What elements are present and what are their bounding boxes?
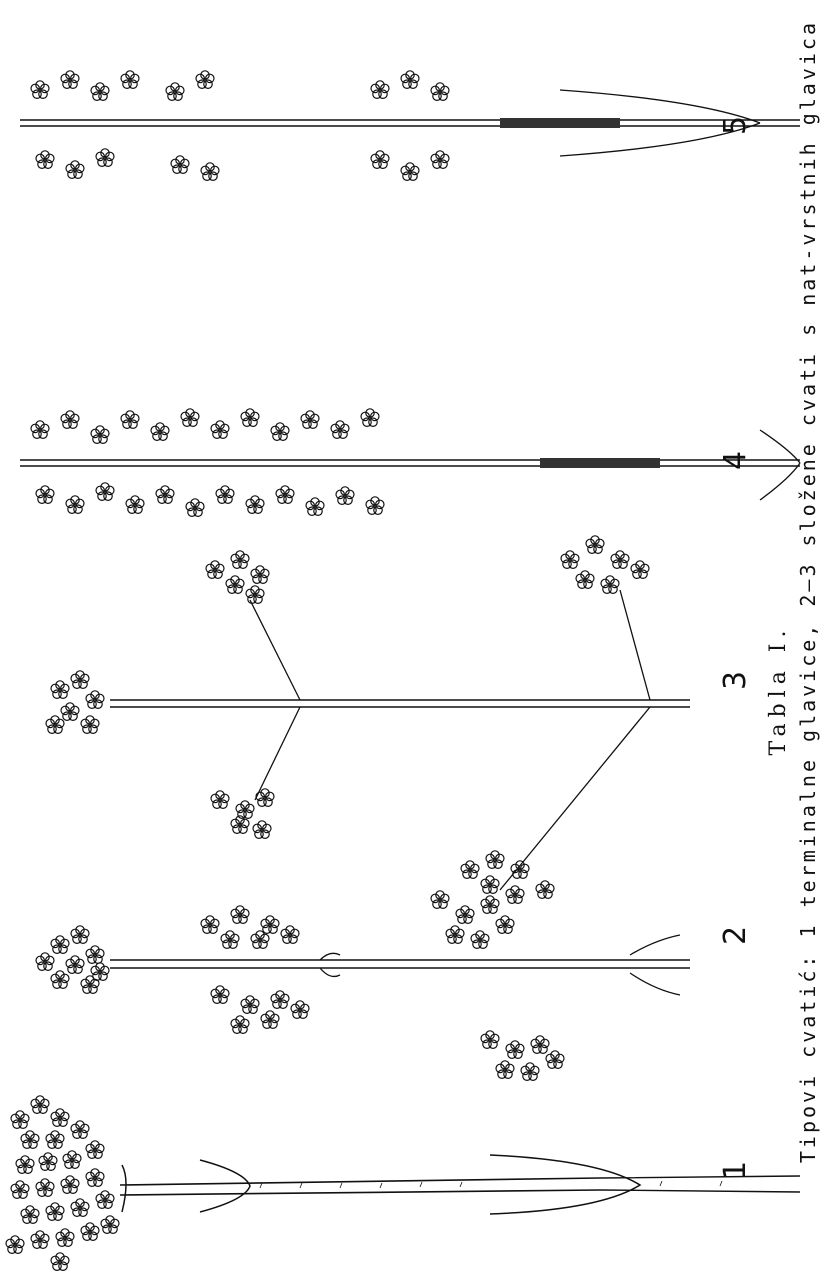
bract-upper (122, 1165, 126, 1212)
figure-label-2: 2 (718, 926, 753, 945)
flower-clusters (31, 409, 384, 517)
stem (110, 700, 690, 707)
lateral-head-upper-right (211, 789, 274, 839)
lateral-head-lower-left (561, 536, 649, 594)
bract-middle (200, 1160, 250, 1212)
figure-3-compound-inflorescence: 3 (46, 536, 753, 949)
stem (120, 1178, 600, 1185)
stem (20, 460, 800, 466)
figure-label-5: 5 (718, 116, 753, 135)
figure-4-elongated-inflorescence: 4 (20, 409, 800, 517)
lateral-head-lower-right (431, 891, 514, 949)
figure-label-1: 1 (718, 1161, 753, 1180)
figure-5-elongated-inflorescence: 5 (20, 71, 800, 181)
hairy-stem-segment (500, 118, 620, 128)
terminal-head (36, 926, 109, 994)
figure-label-3: 3 (718, 671, 753, 690)
stem (20, 120, 800, 126)
bract-lower (490, 1155, 640, 1214)
lateral-head-middle (201, 906, 309, 1034)
figure-2-compound-inflorescence: 2 (36, 851, 753, 1081)
caption-title: Tabla I. (766, 625, 791, 756)
figure-label-4: 4 (718, 451, 753, 470)
lateral-head-lower (461, 851, 564, 1081)
stem (110, 960, 690, 968)
figure-1-terminal-head-inflorescence (6, 1096, 800, 1271)
flower-head-cluster (6, 1096, 119, 1271)
lateral-head-upper-left (206, 551, 269, 604)
hairy-stem-segment (540, 458, 660, 468)
plate-caption: Tabla I. Tipovi cvatić: 1 terminalne gla… (766, 20, 820, 1163)
caption-line: Tipovi cvatić: 1 terminalne glavice, 2–3… (796, 20, 820, 1163)
terminal-head (46, 671, 104, 734)
